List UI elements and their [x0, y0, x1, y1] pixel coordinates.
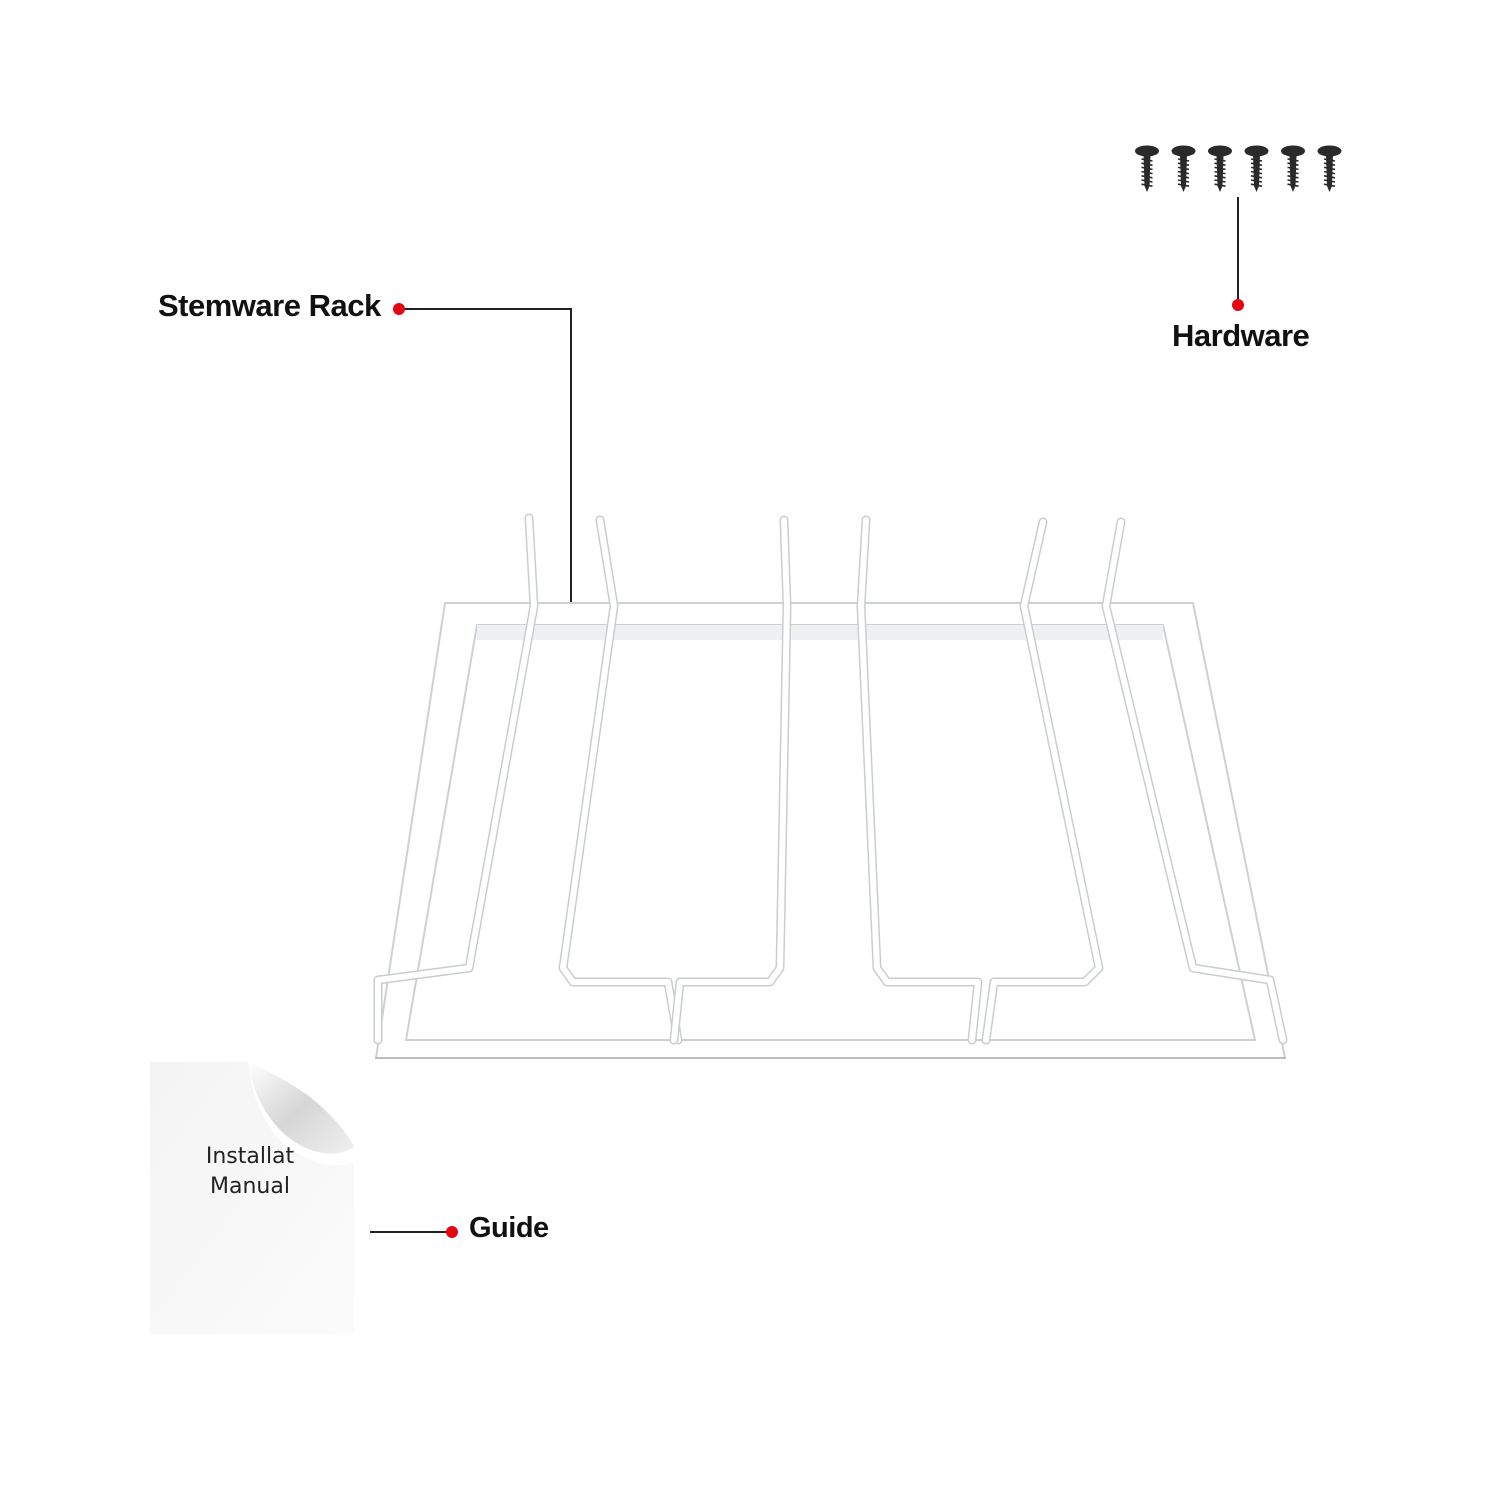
- hardware-label: Hardware: [1172, 318, 1310, 353]
- rack-wire-middle-edge: [669, 515, 983, 1045]
- hardware-callout: [1232, 197, 1244, 311]
- guide-label: Guide: [469, 1212, 549, 1244]
- rack-wire-middle: [671, 517, 981, 1043]
- rack-wire-right: [983, 519, 1286, 1043]
- rack-wire-left: [375, 515, 681, 1043]
- rack-wires: [373, 513, 1288, 1045]
- guide-callout-dot: [446, 1226, 458, 1238]
- stemware-rack: [373, 513, 1288, 1059]
- page-curl-icon: [248, 1062, 354, 1154]
- screw-icon: [1208, 145, 1232, 192]
- screw-icon: [1244, 145, 1269, 192]
- stemware-rack-callout: [393, 303, 572, 604]
- rack-callout-dot: [393, 303, 405, 315]
- installation-manual: [150, 1062, 354, 1334]
- guide-callout: [370, 1226, 458, 1238]
- screw-icon: [1317, 145, 1342, 192]
- stemware-rack-label: Stemware Rack: [158, 288, 381, 323]
- manual-title-line2: Manual: [210, 1174, 290, 1199]
- screw-icon: [1281, 145, 1305, 192]
- screw-icon: [1135, 145, 1159, 192]
- screws-group: [1135, 145, 1342, 192]
- manual-title-line1: Installat: [205, 1144, 295, 1169]
- hardware-callout-dot: [1232, 299, 1244, 311]
- rack-frame-shade: [477, 625, 1163, 640]
- rack-callout-line: [404, 308, 572, 604]
- screw-icon: [1171, 145, 1196, 192]
- rack-frame: [375, 602, 1286, 1059]
